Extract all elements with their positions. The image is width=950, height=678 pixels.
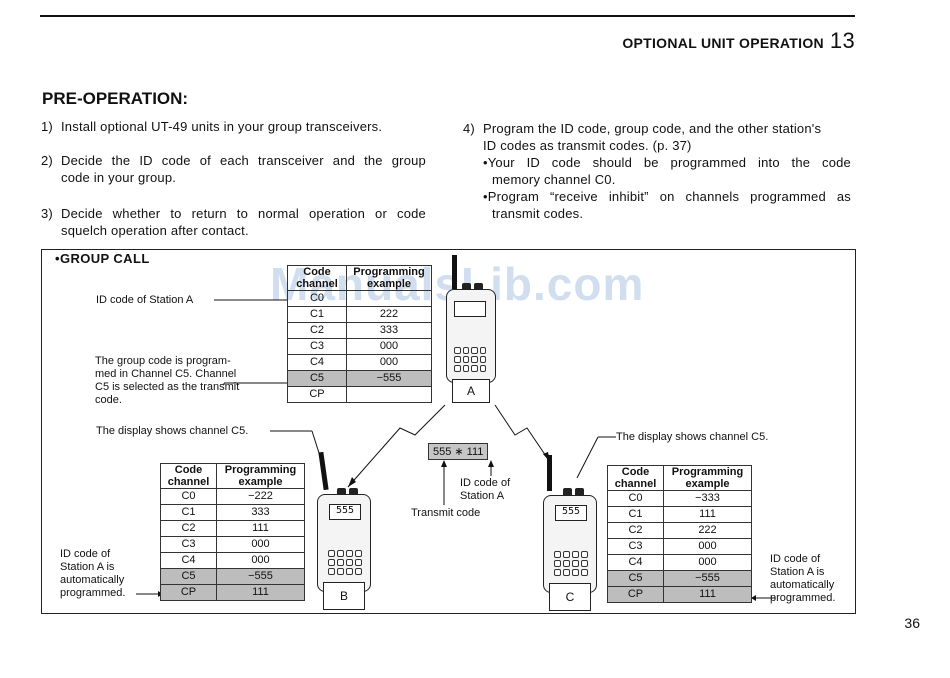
radio-label-b: B <box>323 582 365 610</box>
page-header: OPTIONAL UNIT OPERATION 13 <box>622 28 855 54</box>
table-row: C0−222 <box>160 488 305 505</box>
table-row: C0−333 <box>607 490 752 507</box>
step-2: 2) Decide the ID code of each transceive… <box>41 153 426 185</box>
keypad-icon <box>554 551 588 576</box>
label-auto-programmed-right: ID code of Station A is automatically pr… <box>770 553 836 604</box>
label-transmit-code: Transmit code <box>411 507 481 519</box>
header-title: OPTIONAL UNIT OPERATION <box>622 35 824 51</box>
radio-display: 555 <box>555 505 587 521</box>
label-display-right: The display shows channel C5. <box>616 431 769 443</box>
transmit-code-display: 555 ∗ 111 <box>428 443 489 460</box>
label-id-code-a: ID code of Station A <box>96 294 194 306</box>
radio-label-a: A <box>452 379 490 403</box>
antenna-icon <box>547 455 552 491</box>
table-row: C5−555 <box>287 370 432 387</box>
keypad-icon <box>454 347 486 372</box>
step-1: 1) Install optional UT-49 units in your … <box>41 119 383 134</box>
step-4: 4) Program the ID code, group code, and … <box>463 121 851 221</box>
page-number: 36 <box>904 615 920 631</box>
group-call-title: •GROUP CALL <box>55 251 150 266</box>
chapter-number: 13 <box>829 28 855 53</box>
label-auto-programmed-left: ID code of Station A is automatically pr… <box>60 548 126 599</box>
step-3: 3) Decide whether to return to normal op… <box>41 206 426 238</box>
antenna-icon <box>318 451 329 491</box>
table-row: C5−555 <box>160 568 305 585</box>
antenna-icon <box>452 255 457 289</box>
table-row: CP <box>287 386 432 403</box>
label-display-left: The display shows channel C5. <box>96 425 249 437</box>
radio-station-b: 555 B <box>315 451 373 612</box>
radio-display: 555 <box>329 504 361 520</box>
radio-label-c: C <box>549 583 591 611</box>
table-row: C0 <box>287 290 432 307</box>
keypad-icon <box>328 550 362 575</box>
section-title: PRE-OPERATION: <box>42 89 189 108</box>
radio-station-a: A <box>444 255 499 405</box>
group-call-frame <box>41 249 856 614</box>
table-row: C5−555 <box>607 570 752 587</box>
label-center-id-code: ID code of Station A <box>460 477 511 502</box>
label-group-code: The group code is program- med in Channe… <box>95 355 240 406</box>
radio-display <box>454 301 486 317</box>
header-rule <box>40 15 855 17</box>
radio-station-c: 555 C <box>541 455 599 612</box>
